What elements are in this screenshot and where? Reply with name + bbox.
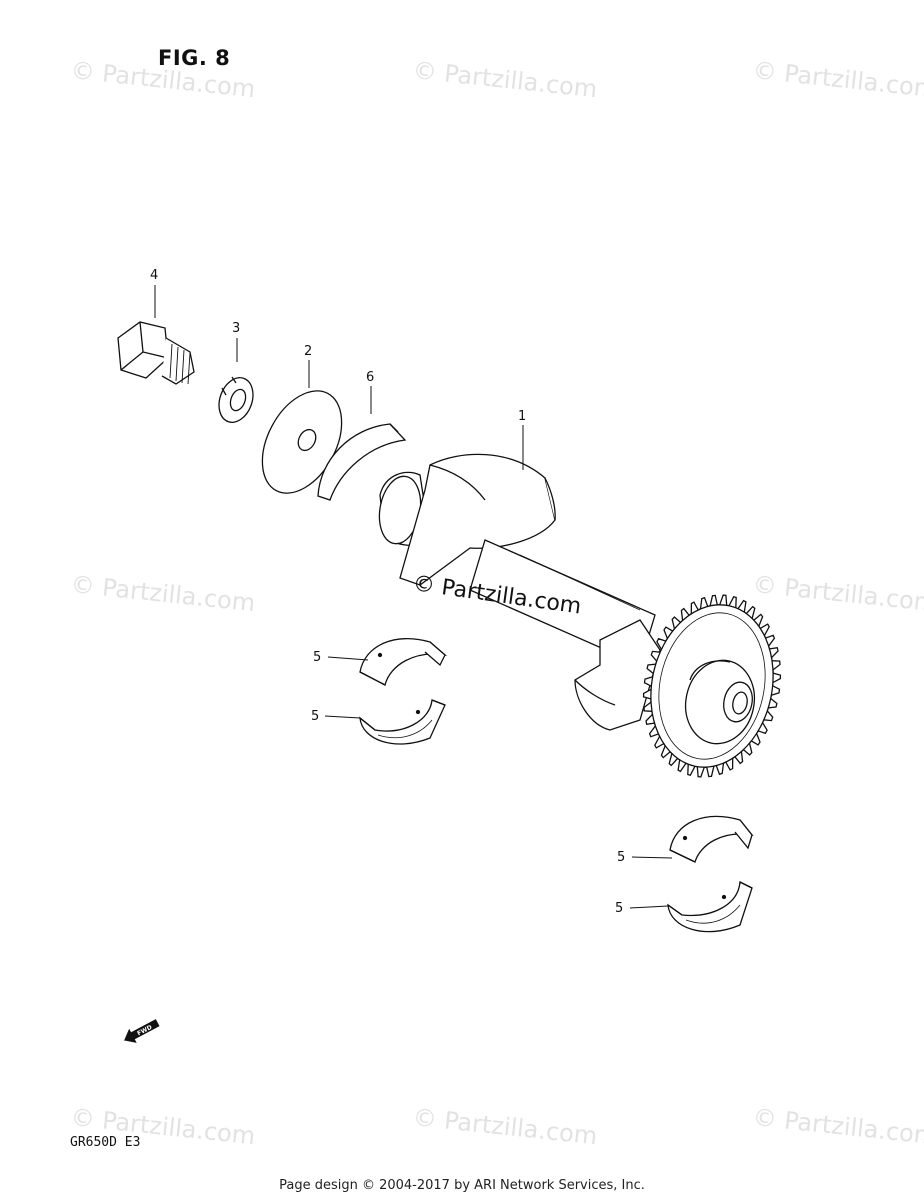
callout-balancer-shaft: 1 (518, 409, 526, 424)
callout-bearing-lower-left: 5 (311, 709, 319, 724)
figure-title: FIG. 8 (158, 46, 231, 70)
callout-bearing-upper-left: 5 (313, 650, 321, 665)
fwd-label: FWD (136, 1024, 153, 1038)
watermark-bottom-center: © Partzilla.com (411, 1103, 598, 1150)
callout-layer (154, 285, 673, 909)
leader-bearing-upper-right (631, 856, 673, 859)
leader-bearing-lower-left (324, 715, 361, 719)
callout-bearing-lower-right: 5 (615, 901, 623, 916)
part-balancer-shaft[interactable] (374, 453, 661, 731)
watermark-top-right: © Partzilla.com (751, 56, 924, 103)
part-bearing-upper-right[interactable] (669, 815, 754, 863)
part-bearing-lower-left[interactable] (359, 699, 446, 745)
leader-bearing-upper-left (327, 656, 369, 661)
callout-lock-washer: 3 (232, 321, 240, 336)
fwd-arrow-icon: FWD (124, 1019, 160, 1043)
part-bearing-upper-left[interactable] (359, 638, 448, 686)
part-bolt[interactable] (117, 321, 195, 385)
watermark-mid-right: © Partzilla.com (751, 570, 924, 617)
part-bearing-lower-right[interactable] (667, 880, 753, 933)
gear[interactable] (636, 593, 787, 778)
page-footer: Page design © 2004-2017 by ARI Network S… (279, 1178, 645, 1193)
callout-washer: 2 (304, 344, 312, 359)
leader-bearing-lower-right (629, 905, 669, 909)
part-washer[interactable] (246, 377, 358, 506)
callout-shim: 6 (366, 370, 374, 385)
callout-bearing-upper-right: 5 (617, 850, 625, 865)
callout-bolt: 4 (150, 268, 158, 283)
watermark-bottom-right: © Partzilla.com (751, 1103, 924, 1150)
watermark-top-center: © Partzilla.com (411, 56, 598, 103)
model-code: GR650D E3 (70, 1135, 141, 1150)
watermark-mid-left: © Partzilla.com (69, 570, 256, 617)
part-shim[interactable] (317, 423, 407, 501)
part-lock-washer[interactable] (213, 373, 259, 427)
